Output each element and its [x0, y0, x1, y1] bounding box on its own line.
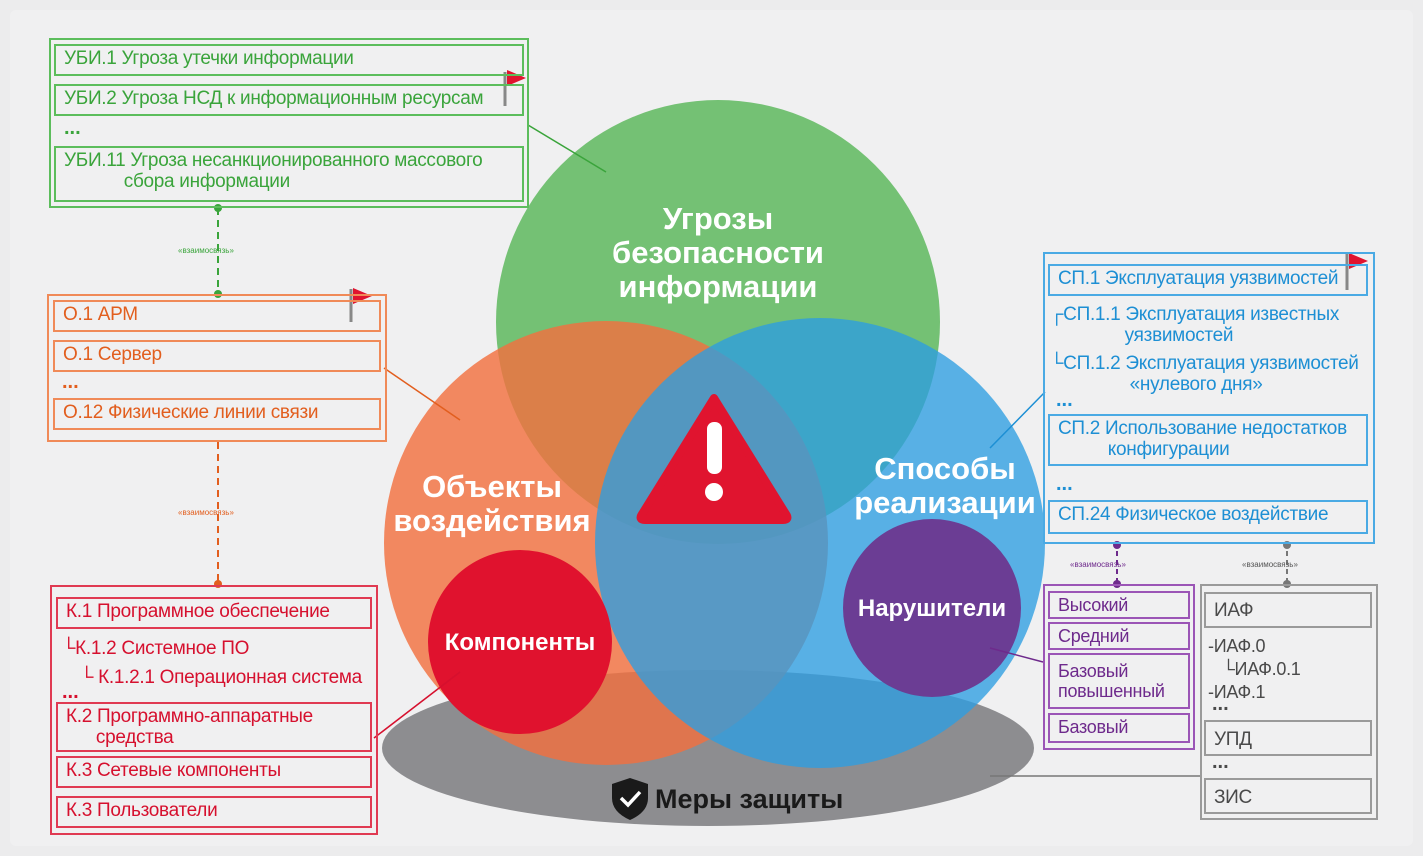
- component-item: К.3 Сетевые компоненты: [56, 756, 372, 788]
- intruder-level: Высокий: [1048, 591, 1190, 619]
- objects-label: Объекты воздействия: [393, 469, 591, 538]
- threats-box: [49, 38, 529, 208]
- component-item: К.1 Программное обеспечение: [56, 597, 372, 629]
- link-label: «взаимосвязь»: [1242, 560, 1298, 569]
- object-item: О.1 АРМ: [53, 300, 381, 332]
- threats-connector: [527, 124, 607, 173]
- method-item: СП.2 Использование недостатков конфигура…: [1048, 414, 1368, 466]
- warning-triangle-icon: [636, 394, 792, 524]
- threat-item: УБИ.2 Угроза НСД к информационным ресурс…: [54, 84, 524, 116]
- intruders-box: [1043, 584, 1195, 750]
- ellipsis: ...: [62, 371, 79, 393]
- measure-subitems: -ИАФ.0 └ИАФ.0.1 -ИАФ.1: [1208, 636, 1301, 702]
- components-label: Компоненты: [444, 629, 596, 656]
- ellipsis: ...: [62, 681, 79, 703]
- protection-label: Меры защиты: [655, 784, 844, 814]
- methods-label: Способы реализации: [854, 451, 1036, 520]
- method-subitem: └СП.1.2 Эксплуатация уязвимостей «нулево…: [1050, 353, 1359, 395]
- intruders-circle: [843, 519, 1021, 697]
- components-box: [50, 585, 378, 835]
- measure-item: ЗИС: [1204, 778, 1372, 814]
- component-subitem: └К.1.2 Системное ПО: [62, 638, 250, 659]
- ellipsis: ...: [1212, 693, 1229, 715]
- methods-connector: [989, 391, 1046, 449]
- object-item: О.1 Сервер: [53, 340, 381, 372]
- intruder-level: Базовый повышенный: [1048, 653, 1190, 709]
- component-item: К.3 Пользователи: [56, 796, 372, 828]
- measure-item: ИАФ: [1204, 592, 1372, 628]
- ellipsis: ...: [64, 117, 81, 139]
- component-item: К.2 Программно-аппаратные средства: [56, 702, 372, 752]
- intruders-connector: [989, 647, 1044, 663]
- method-item: СП.1 Эксплуатация уязвимостей: [1048, 264, 1368, 296]
- threat-item: УБИ.1 Угроза утечки информации: [54, 44, 524, 76]
- ellipsis: ...: [1212, 751, 1229, 773]
- objects-connector: [383, 367, 461, 421]
- components-connector: [373, 671, 461, 739]
- objects-box: [47, 294, 387, 442]
- link-label: «взаимосвязь»: [1070, 560, 1126, 569]
- ellipsis: ...: [1056, 473, 1073, 495]
- intruders-label: Нарушители: [857, 595, 1007, 622]
- intruder-level: Базовый: [1048, 713, 1190, 743]
- method-subitem: ┌СП.1.1 Эксплуатация известных уязвимост…: [1050, 304, 1340, 346]
- method-item: СП.24 Физическое воздействие: [1048, 500, 1368, 534]
- methods-box: [1043, 252, 1375, 544]
- object-item: О.12 Физические линии связи: [53, 398, 381, 430]
- components-circle: [428, 550, 612, 734]
- link-label: «взаимосвязь»: [178, 246, 234, 255]
- intruder-level: Средний: [1048, 622, 1190, 650]
- component-subitem: └ К.1.2.1 Операционная система: [80, 667, 362, 688]
- link-label: «взаимосвязь»: [178, 508, 234, 517]
- threats-label: Угрозы безопасности информации: [612, 201, 824, 304]
- measure-item: УПД: [1204, 720, 1372, 756]
- threat-item: УБИ.11 Угроза несанкционированного массо…: [54, 146, 524, 202]
- ellipsis: ...: [1056, 389, 1073, 411]
- shield-check-icon: [612, 778, 648, 820]
- measures-box: [1200, 584, 1378, 820]
